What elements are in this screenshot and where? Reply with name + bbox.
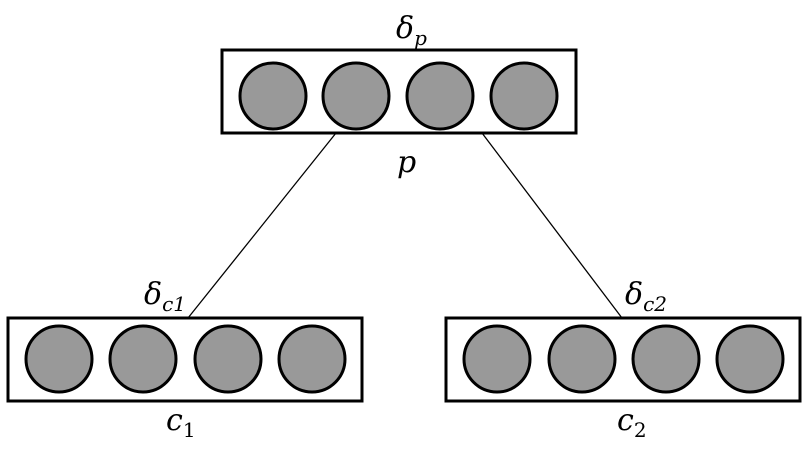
child1-neuron-2: [108, 324, 178, 394]
child2-neuron-2: [547, 324, 617, 394]
delta-p-label: δp: [396, 11, 427, 50]
parent-neuron-2: [321, 61, 391, 131]
child1-neuron-1: [24, 324, 94, 394]
child1-neuron-3: [193, 324, 263, 394]
child2-neuron-4: [715, 324, 785, 394]
delta-c2-label: δc2: [625, 277, 667, 316]
child1-neuron-4: [277, 324, 347, 394]
parent-node: [220, 48, 578, 135]
parent-neuron-4: [489, 61, 559, 131]
c1-label: c1: [166, 403, 196, 442]
parent-neuron-1: [238, 61, 308, 131]
p-label: p: [397, 145, 416, 180]
c2-label: c2: [617, 403, 647, 442]
child1-node: [6, 316, 364, 403]
edge-parent-child1: [187, 132, 337, 319]
delta-c1-label: δc1: [144, 277, 186, 316]
parent-neuron-3: [405, 61, 475, 131]
child2-node: [444, 316, 802, 403]
child2-neuron-1: [462, 324, 532, 394]
edge-parent-child2: [481, 132, 623, 319]
child2-neuron-3: [631, 324, 701, 394]
